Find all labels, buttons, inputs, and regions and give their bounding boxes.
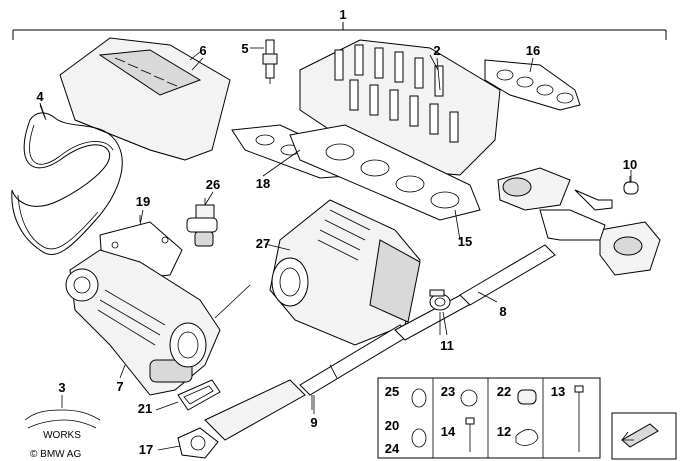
logo-text: WORKS: [43, 430, 81, 441]
flange-gasket: [177, 379, 221, 411]
callout-8: 8: [499, 304, 506, 319]
drive-belt: [11, 104, 123, 255]
legend-24: 24: [385, 441, 400, 456]
callout-15: 15: [458, 234, 472, 249]
document-icon: [611, 412, 677, 460]
rubber-mount: [623, 170, 639, 195]
callout-27: 27: [256, 236, 270, 251]
legend-12: 12: [497, 424, 511, 439]
callout-5: 5: [241, 41, 248, 56]
copyright: © BMW AG: [30, 449, 81, 460]
leader-lines: [39, 57, 631, 451]
callout-17: 17: [139, 442, 153, 457]
callout-18: 18: [256, 176, 270, 191]
legend-14: 14: [441, 424, 456, 439]
works-logo: WORKS: [24, 395, 101, 441]
rear-silencer: [459, 167, 661, 306]
legend-labels: 25 23 22 13 20 24 14 12: [385, 384, 565, 456]
callout-6: 6: [199, 43, 206, 58]
head-gasket: [289, 124, 481, 221]
callout-11: 11: [440, 338, 454, 353]
middle-silencer: [204, 289, 479, 441]
callout-9: 9: [310, 415, 317, 430]
legend-25: 25: [385, 384, 399, 399]
callout-21: 21: [138, 401, 152, 416]
pipe-clamp: [429, 289, 451, 335]
assembly-bracket: [12, 22, 667, 40]
callout-4: 4: [36, 89, 44, 104]
callout-7: 7: [116, 379, 123, 394]
seal: [177, 427, 219, 459]
legend-23: 23: [441, 384, 455, 399]
callout-1: 1: [339, 7, 346, 22]
engine-cover: [59, 37, 231, 161]
callout-2: 2: [433, 43, 440, 58]
spark-plug: [250, 39, 278, 84]
exhaust-gasket: [484, 59, 581, 111]
sensor: [186, 198, 218, 247]
callout-10: 10: [623, 157, 637, 172]
legend-22: 22: [497, 384, 511, 399]
legend-13: 13: [551, 384, 565, 399]
callout-16: 16: [526, 43, 540, 58]
callout-19: 19: [136, 194, 150, 209]
intercooler: [214, 199, 421, 346]
legend-20: 20: [385, 418, 399, 433]
callout-26: 26: [206, 177, 220, 192]
callout-3: 3: [58, 380, 65, 395]
supercharger: [65, 249, 221, 396]
callout-labels: 1 2 3 4 5 6 7 8 9 10 11 15 16 17 18 19 2…: [36, 7, 637, 457]
parts-legend-box: [377, 377, 601, 459]
